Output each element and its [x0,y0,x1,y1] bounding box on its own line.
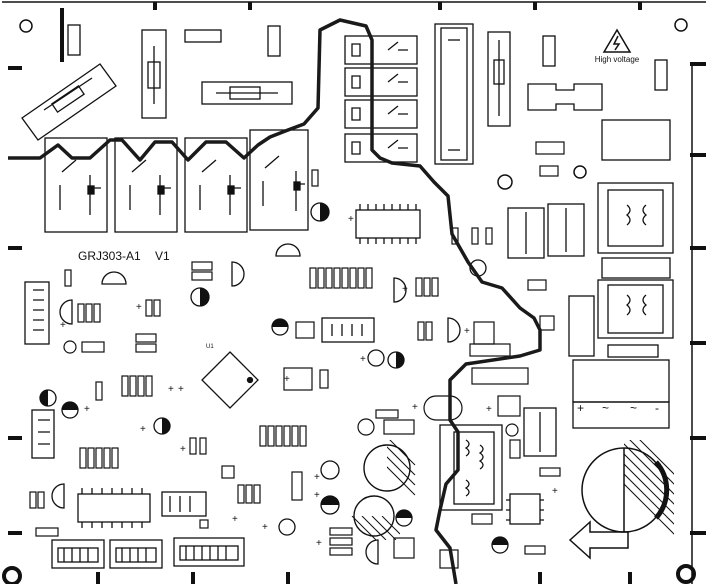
connectors-bottom [51,317,375,569]
fuse-holder-vertical [141,29,167,119]
svg-text:+: + [262,522,268,533]
film-capacitors [507,203,595,457]
board-model-label: GRJ303-A1 [78,249,141,263]
svg-text:+: + [486,404,492,415]
svg-text:+: + [316,538,322,549]
high-voltage-warning: High voltage [595,28,640,64]
ic-u1-label: U1 [206,344,214,350]
rectifier-minus-label: - [655,401,659,415]
direction-arrow-outline [568,520,629,560]
svg-text:+: + [180,444,186,455]
electrolytic-capacitors-center [351,440,416,540]
ic-dip-upper [355,204,421,244]
rectifier-ac2-label: ~ [630,401,637,415]
high-voltage-label: High voltage [595,55,640,64]
terminal-connector-tall [434,23,474,165]
mounting-holes [2,18,696,584]
small-relay-column [344,35,418,163]
svg-text:+: + [178,384,184,395]
rectifier-plus-label: + [577,401,584,415]
bridge-rectifier: + ~ ~ - [572,344,670,429]
resistor-vertical-top [487,31,511,127]
svg-text:+: + [314,490,320,501]
svg-text:+: + [168,384,174,395]
svg-text:+: + [136,302,142,313]
svg-text:+: + [464,326,470,337]
svg-text:+: + [60,320,66,331]
transistors [51,243,461,565]
capacitor-fills [40,203,508,545]
svg-text:+: + [552,486,558,497]
ic-small-right [506,493,544,525]
isolation-trace [8,18,542,584]
rectifier-ac1-label: ~ [602,401,609,415]
svg-text:+: + [140,424,146,435]
transformer-lower [597,257,674,339]
board-version-label: V1 [155,249,170,263]
svg-text:+: + [360,354,366,365]
transformer-upper [597,119,674,254]
connector-left-lower [31,409,55,459]
polarity-marks: + + + + + + + + + + + + + + + + + + + + [60,214,558,549]
lightning-bolt-icon [612,35,621,51]
ic-dip-lower [77,488,151,528]
svg-text:+: + [84,404,90,415]
warning-triangle-icon [602,28,632,53]
svg-text:+: + [232,514,238,525]
svg-text:+: + [412,402,418,413]
fuse-holder-right [527,35,668,111]
fuse-holder-diagonal [21,63,117,141]
connector-left-upper [24,281,50,345]
relay-bank [44,129,309,233]
small-pads-top [67,24,281,57]
svg-text:+: + [284,374,290,385]
switching-transformer [439,424,503,511]
svg-text:+: + [314,472,320,483]
resistor-arrays [29,169,493,509]
bulk-capacitor [581,440,674,535]
fuse-holder-horizontal [201,81,293,105]
svg-text:+: + [348,214,354,225]
misc-components [35,141,565,569]
svg-text:+: + [402,284,408,295]
ic-qfp-diamond [201,351,259,409]
